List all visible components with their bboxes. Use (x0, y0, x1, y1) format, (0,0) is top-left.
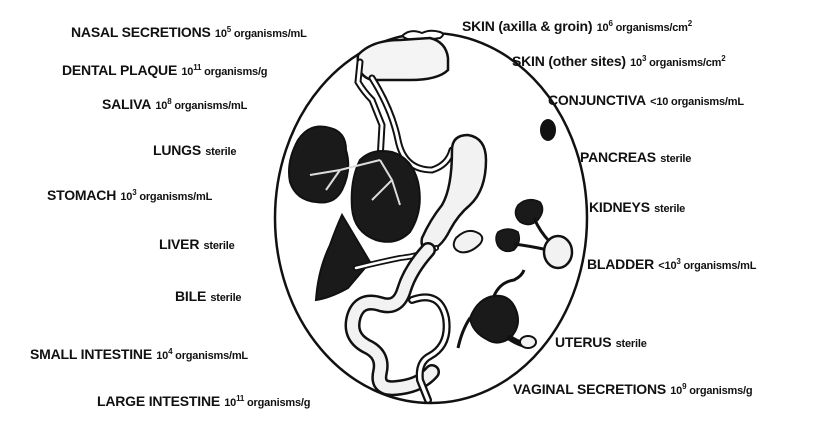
label-large-intestine: LARGE INTESTINE 1011 organisms/g (97, 393, 311, 409)
label-uterus: UTERUS sterile (555, 334, 647, 350)
label-stomach: STOMACH 103 organisms/mL (47, 187, 213, 203)
fallopian-tubes (456, 269, 526, 349)
label-nasal-secretions: NASAL SECRETIONS 105 organisms/mL (71, 24, 307, 40)
label-conjunctiva: CONJUNCTIVA <10 organisms/mL (548, 92, 744, 108)
label-kidneys: KIDNEYS sterile (589, 199, 686, 215)
cervix-shape (519, 335, 537, 349)
bronchi-lines (309, 159, 401, 206)
pancreas-shape (452, 229, 484, 254)
label-vaginal-secretions: VAGINAL SECRETIONS 109 organisms/g (513, 381, 753, 397)
label-skin-axilla-groin: SKIN (axilla & groin) 106 organisms/cm2 (462, 18, 693, 34)
label-liver: LIVER sterile (159, 236, 235, 252)
nasal-cavity-shape (356, 36, 450, 82)
label-bladder: BLADDER <103 organisms/mL (587, 256, 757, 272)
liver-shape (314, 212, 372, 302)
uterus-shape (468, 294, 519, 344)
label-bile: BILE sterile (175, 288, 242, 304)
right-kidney-shape (514, 198, 544, 226)
label-saliva: SALIVA 108 organisms/mL (102, 96, 248, 112)
label-skin-other-sites: SKIN (other sites) 103 organisms/cm2 (512, 53, 726, 69)
label-small-intestine: SMALL INTESTINE 104 organisms/mL (30, 346, 248, 362)
conjunctiva-eye-icon (540, 119, 556, 141)
label-pancreas: PANCREAS sterile (580, 149, 692, 165)
right-lung-shape (350, 150, 421, 243)
stomach-shape (420, 133, 488, 252)
label-dental-plaque: DENTAL PLAQUE 1011 organisms/g (62, 62, 268, 78)
label-lungs: LUNGS sterile (153, 142, 237, 158)
left-kidney-shape (495, 228, 521, 253)
left-lung-shape (288, 125, 350, 204)
bladder-shape (542, 234, 574, 270)
